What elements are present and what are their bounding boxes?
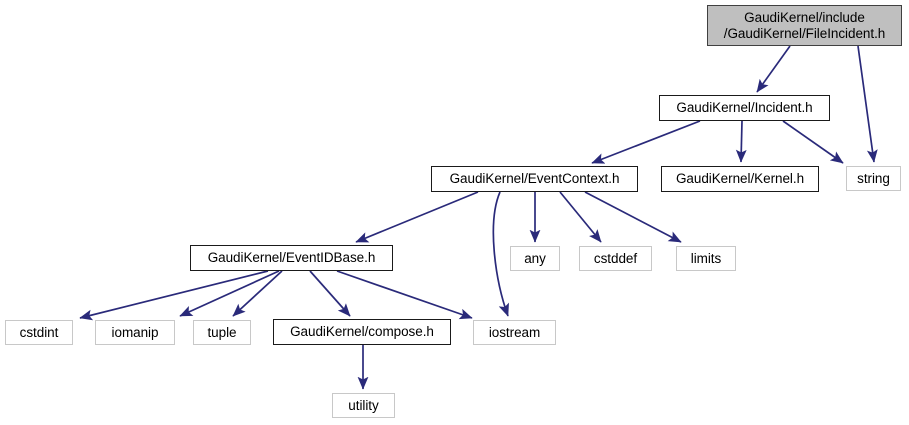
node-label: GaudiKernel/include /GaudiKernel/FileInc… [723,10,886,41]
edge-incident-to-kernel [735,120,747,163]
node-label: GaudiKernel/EventIDBase.h [207,250,376,266]
node-tuple[interactable]: tuple [193,320,251,345]
node-label: GaudiKernel/EventContext.h [449,171,620,187]
edge-eventidbase-to-compose [309,270,351,317]
edge-eventcontext-to-cstddef [559,191,602,243]
edge-fileincident-to-incident [756,45,791,93]
node-iomanip[interactable]: iomanip [95,320,175,345]
edge-eventidbase-to-cstdint [79,270,269,321]
node-label: utility [348,397,379,413]
node-fileincident[interactable]: GaudiKernel/include /GaudiKernel/FileInc… [707,5,902,46]
node-label: GaudiKernel/Incident.h [676,100,813,116]
edge-eventidbase-to-iomanip [179,270,280,317]
node-any[interactable]: any [510,246,560,271]
node-utility[interactable]: utility [332,393,395,418]
node-eventidbase[interactable]: GaudiKernel/EventIDBase.h [190,245,393,271]
edge-incident-to-eventcontext [591,120,701,164]
node-iostream[interactable]: iostream [473,320,556,345]
node-label: tuple [207,324,237,340]
node-string[interactable]: string [846,166,901,191]
node-label: cstddef [593,250,638,266]
node-label: any [524,250,546,266]
node-cstdint[interactable]: cstdint [5,320,73,345]
node-compose[interactable]: GaudiKernel/compose.h [273,319,451,345]
node-incident[interactable]: GaudiKernel/Incident.h [659,95,830,121]
node-label: cstdint [19,324,59,340]
node-label: iostream [488,324,541,340]
edge-eventidbase-to-tuple [232,270,283,317]
node-limits[interactable]: limits [676,246,736,271]
node-label: GaudiKernel/Kernel.h [675,171,805,187]
edge-eventcontext-to-limits [584,191,682,243]
node-label: limits [690,250,722,266]
edge-incident-to-string [782,120,844,164]
edge-eventcontext-to-eventidbase [355,191,479,243]
edge-fileincident-to-string [857,45,878,163]
edge-eventcontext-to-iostream [492,191,509,317]
node-label: string [857,170,890,186]
node-eventcontext[interactable]: GaudiKernel/EventContext.h [431,166,638,192]
node-kernel[interactable]: GaudiKernel/Kernel.h [661,166,819,192]
node-label: GaudiKernel/compose.h [290,324,434,340]
node-cstddef[interactable]: cstddef [579,246,652,271]
node-label: iomanip [111,324,159,340]
edge-eventidbase-to-iostream [336,270,473,320]
